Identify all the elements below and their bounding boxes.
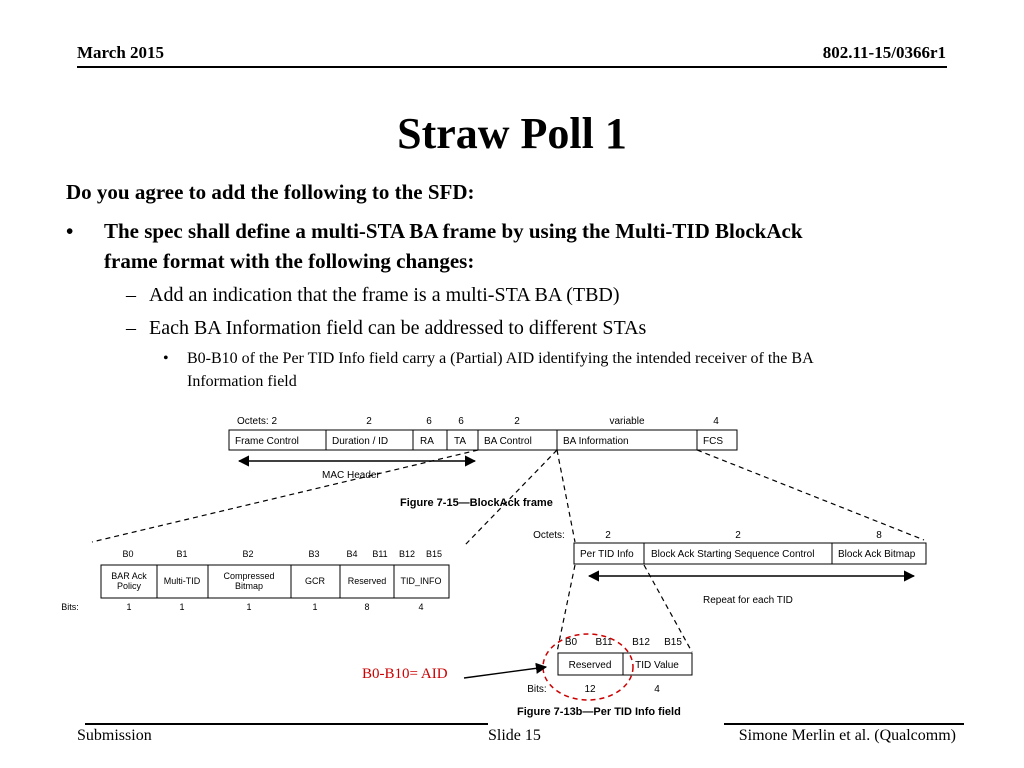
frame-octet-5: variable bbox=[609, 416, 644, 427]
pt-field-reserved: Reserved bbox=[569, 660, 612, 671]
pt-bit-b12: B12 bbox=[632, 637, 650, 648]
bc-bits-4: 1 bbox=[312, 602, 317, 612]
repeat-label: Repeat for each TID bbox=[703, 595, 793, 606]
header-rule bbox=[77, 66, 947, 68]
dash-marker-2: – bbox=[126, 317, 136, 339]
slide-title: Straw Poll 1 bbox=[397, 109, 627, 158]
bullet-marker: • bbox=[66, 219, 74, 243]
bc-bits-5: 8 bbox=[364, 602, 369, 612]
ba-control-field-row bbox=[100, 564, 450, 599]
bc-field-multi-tid: Multi-TID bbox=[164, 576, 201, 586]
bi-octet-3: 8 bbox=[876, 530, 882, 541]
question-text: Do you agree to add the following to the… bbox=[66, 180, 475, 204]
ba-control-callout-left bbox=[91, 449, 479, 543]
per-tid-figure-caption: Figure 7-13b—Per TID Info field bbox=[517, 706, 681, 718]
footer-rule-left bbox=[85, 723, 488, 725]
ba-control-callout-right bbox=[464, 449, 558, 546]
field-fcs: FCS bbox=[703, 436, 723, 447]
field-duration-id: Duration / ID bbox=[332, 436, 388, 447]
per-tid-field-row bbox=[557, 652, 693, 676]
bullet-line-1: The spec shall define a multi-STA BA fra… bbox=[104, 219, 803, 243]
header-doc-id: 802.11-15/0366r1 bbox=[822, 43, 946, 62]
ba-info-callout-right bbox=[696, 449, 925, 541]
frame-octet-2: 6 bbox=[426, 416, 432, 427]
bc-bits-6: 4 bbox=[418, 602, 423, 612]
bc-bit-b3: B3 bbox=[308, 549, 319, 559]
bc-field-tid-info: TID_INFO bbox=[400, 576, 441, 586]
field-ba-control: BA Control bbox=[484, 436, 532, 447]
dash-marker-1: – bbox=[126, 284, 136, 306]
bc-bit-b11: B11 bbox=[372, 549, 387, 559]
frame-octets-label: Octets: 2 bbox=[237, 416, 277, 427]
sub-bullet-2: Each BA Information field can be address… bbox=[149, 317, 647, 339]
bc-bit-b0: B0 bbox=[122, 549, 133, 559]
pt-field-tid-value: TID Value bbox=[635, 660, 679, 671]
bc-field-compressed: Compressed bbox=[223, 571, 274, 581]
footer-rule-right bbox=[724, 723, 964, 725]
bi-field-per-tid-info: Per TID Info bbox=[580, 549, 634, 560]
sub-sub-bullet-line-2: Information field bbox=[187, 373, 297, 390]
frame-field-row bbox=[228, 429, 738, 451]
bc-field-bitmap: Bitmap bbox=[235, 581, 263, 591]
aid-annotation: B0-B10= AID bbox=[362, 666, 448, 682]
bi-octets-label: Octets: bbox=[533, 530, 565, 541]
pt-bits-1: 12 bbox=[584, 684, 596, 695]
sub-sub-bullet-line-1: B0-B10 of the Per TID Info field carry a… bbox=[187, 350, 814, 367]
footer-author: Simone Merlin et al. (Qualcomm) bbox=[738, 727, 956, 744]
ba-info-field-row bbox=[573, 542, 927, 565]
bc-bits-1: 1 bbox=[126, 602, 131, 612]
sub-bullet-1: Add an indication that the frame is a mu… bbox=[149, 284, 620, 306]
pt-bit-b15: B15 bbox=[664, 637, 682, 648]
bc-bit-b4: B4 bbox=[346, 549, 357, 559]
blockack-figure-caption: Figure 7-15—BlockAck frame bbox=[400, 497, 553, 509]
bullet-marker-3: • bbox=[163, 350, 169, 367]
pt-bit-b11: B11 bbox=[595, 637, 612, 648]
aid-annotation-arrow bbox=[463, 662, 548, 679]
aid-highlight-circle bbox=[542, 633, 634, 701]
bc-bits-3: 1 bbox=[246, 602, 251, 612]
pt-bit-b0: B0 bbox=[565, 637, 578, 648]
field-ta: TA bbox=[454, 436, 466, 447]
frame-octet-4: 2 bbox=[514, 416, 520, 427]
frame-octet-3: 6 bbox=[458, 416, 464, 427]
bc-bit-b15: B15 bbox=[426, 549, 442, 559]
bc-bit-b1: B1 bbox=[176, 549, 187, 559]
bc-field-reserved: Reserved bbox=[348, 576, 387, 586]
bi-field-bitmap: Block Ack Bitmap bbox=[838, 549, 916, 560]
bc-field-bar-ack: BAR Ack bbox=[111, 571, 147, 581]
frame-octet-6: 4 bbox=[713, 416, 719, 427]
frame-octet-1: 2 bbox=[366, 416, 372, 427]
bc-bits-label: Bits: bbox=[61, 602, 79, 612]
mac-header-label: MAC Header bbox=[322, 470, 380, 481]
bc-bits-2: 1 bbox=[179, 602, 184, 612]
ba-info-callout-left bbox=[556, 449, 576, 543]
bc-field-gcr: GCR bbox=[305, 576, 326, 586]
pt-bits-2: 4 bbox=[654, 684, 660, 695]
bc-bit-b12: B12 bbox=[399, 549, 415, 559]
bi-field-ssc: Block Ack Starting Sequence Control bbox=[651, 549, 814, 560]
bc-field-policy: Policy bbox=[117, 581, 142, 591]
bi-octet-2: 2 bbox=[735, 530, 741, 541]
field-frame-control: Frame Control bbox=[235, 436, 299, 447]
bullet-line-2: frame format with the following changes: bbox=[104, 249, 475, 273]
field-ra: RA bbox=[420, 436, 434, 447]
header-date: March 2015 bbox=[77, 43, 165, 62]
footer-submission: Submission bbox=[77, 727, 152, 744]
footer-slide-number: Slide 15 bbox=[488, 727, 541, 744]
per-tid-callout-right bbox=[643, 564, 693, 653]
bi-octet-1: 2 bbox=[605, 530, 611, 541]
field-ba-information: BA Information bbox=[563, 436, 629, 447]
per-tid-callout-left bbox=[556, 564, 576, 653]
bc-bit-b2: B2 bbox=[242, 549, 253, 559]
pt-bits-label: Bits: bbox=[527, 684, 546, 695]
